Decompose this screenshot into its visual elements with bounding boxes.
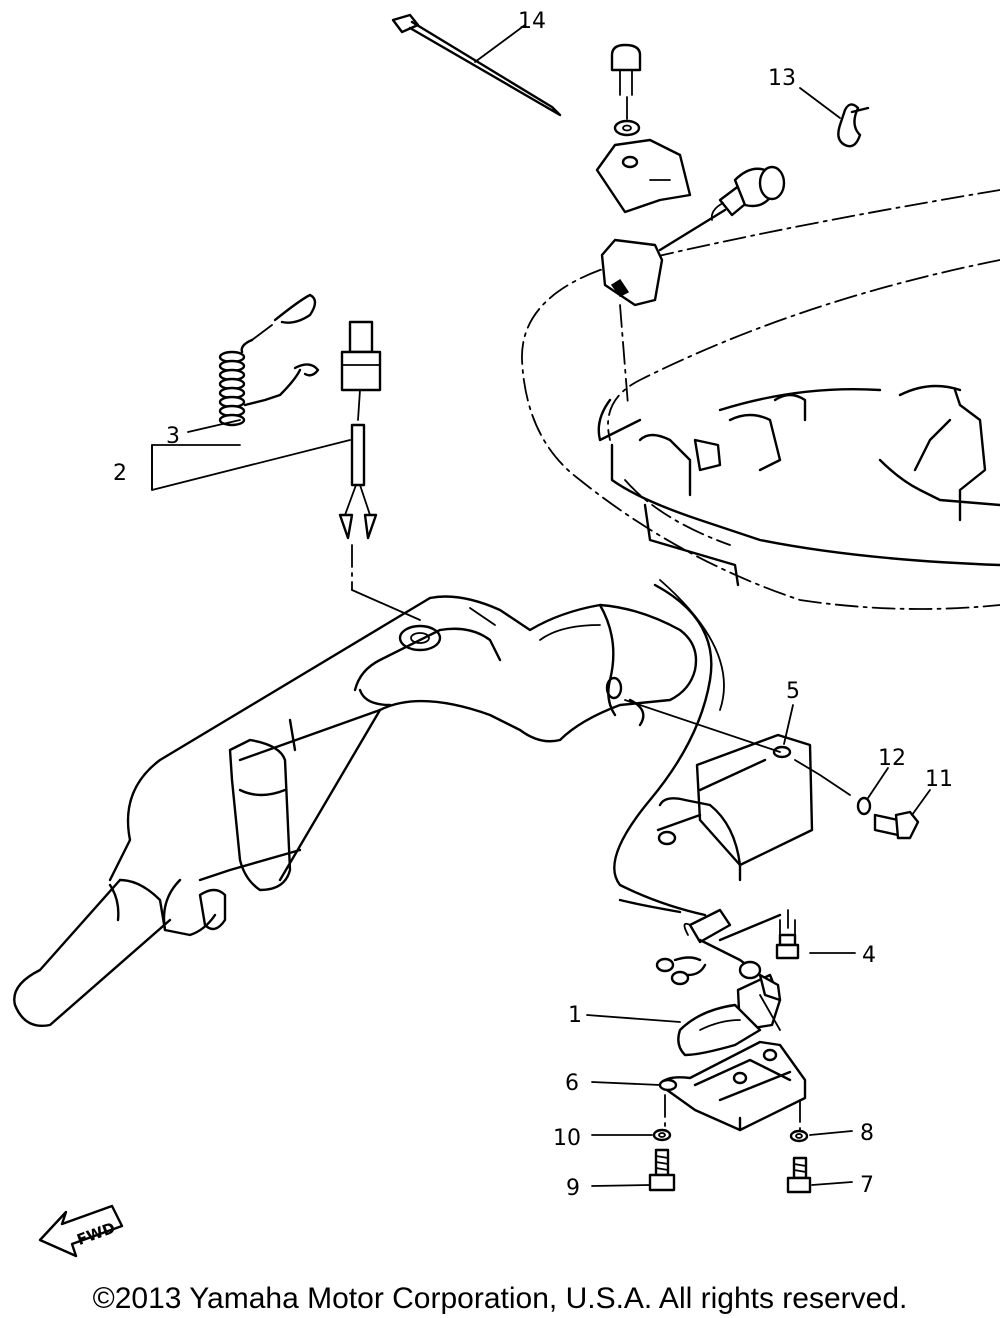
callout-numbers: 1 2 3 4 5 6 7 8 9 10 11 12 13 14 — [113, 9, 953, 1201]
wiring-harness-part-1 — [655, 908, 782, 1057]
engine-stop-switch-part-2 — [151, 293, 421, 621]
callout-14: 14 — [518, 9, 546, 34]
leader-lines — [586, 704, 931, 1187]
callout-7: 7 — [860, 1173, 874, 1198]
screw-part-4 — [775, 909, 800, 960]
callout-11: 11 — [925, 767, 953, 792]
callout-4: 4 — [862, 943, 876, 968]
callout-8: 8 — [860, 1121, 874, 1146]
cover-part-6 — [658, 1040, 807, 1132]
washer-part-8 — [789, 1129, 809, 1143]
callout-9: 9 — [566, 1176, 580, 1201]
callout-12: 12 — [878, 746, 906, 771]
callout-5: 5 — [786, 679, 800, 704]
callout-6: 6 — [565, 1071, 579, 1096]
forward-direction-arrow-icon: FWD — [38, 1204, 124, 1258]
callout-2: 2 — [113, 461, 127, 486]
clip-part-13 — [799, 87, 870, 148]
callout-10: 10 — [553, 1126, 581, 1151]
copyright-notice: ©2013 Yamaha Motor Corporation, U.S.A. A… — [92, 1282, 908, 1315]
cdi-unit-part-5 — [624, 699, 920, 882]
top-cowling — [521, 189, 1000, 610]
callout-3: 3 — [166, 424, 180, 449]
tiller-handle — [13, 595, 698, 1027]
screw-part-9 — [648, 1148, 676, 1192]
callout-1: 1 — [568, 1003, 582, 1028]
callout-13: 13 — [768, 66, 796, 91]
cable-connector-assembly — [595, 43, 786, 406]
screw-part-7 — [786, 1156, 812, 1194]
coiled-lanyard-part-3 — [218, 350, 246, 427]
wire-harness — [613, 579, 725, 917]
cable-tie-part-14 — [391, 13, 562, 117]
washer-part-10 — [652, 1128, 672, 1142]
